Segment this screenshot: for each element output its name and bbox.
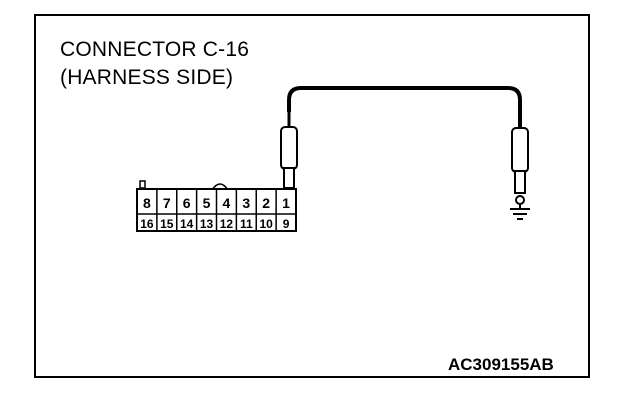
bottom-pin-15: 15 (160, 217, 174, 231)
bottom-pin-10: 10 (260, 217, 274, 231)
probe-left-tip (283, 167, 295, 189)
bottom-pin-13: 13 (200, 217, 214, 231)
connector-name: CONNECTOR C-16 (60, 38, 250, 61)
bottom-pin-11: 11 (240, 217, 253, 231)
diagram-frame (34, 14, 590, 378)
figure-code: AC309155AB (448, 355, 554, 374)
top-pin-1: 1 (282, 195, 290, 211)
top-pin-3: 3 (242, 195, 250, 211)
test-wire (287, 86, 522, 130)
top-pin-2: 2 (262, 195, 270, 211)
bottom-pin-12: 12 (220, 217, 234, 231)
probe-right-body (511, 127, 529, 173)
bottom-pin-14: 14 (180, 217, 194, 231)
pin-dividers (156, 189, 277, 231)
connector-latch-left (139, 180, 146, 189)
probe-right-tip (514, 170, 526, 194)
top-pin-7: 7 (163, 195, 171, 211)
top-pin-5: 5 (203, 195, 211, 211)
top-pin-8: 8 (143, 195, 151, 211)
probe-right (511, 127, 529, 209)
bottom-pin-16: 16 (140, 217, 154, 231)
probe-left (280, 112, 298, 189)
top-pin-6: 6 (183, 195, 191, 211)
top-pin-4: 4 (223, 195, 231, 211)
probe-left-body (280, 126, 298, 170)
connector-side: (HARNESS SIDE) (60, 66, 234, 89)
ground-icon (510, 208, 530, 220)
probe-right-clip (515, 195, 525, 205)
bottom-pin-9: 9 (283, 217, 290, 231)
connector-title: CONNECTOR C-16 (HARNESS SIDE) (60, 36, 249, 92)
